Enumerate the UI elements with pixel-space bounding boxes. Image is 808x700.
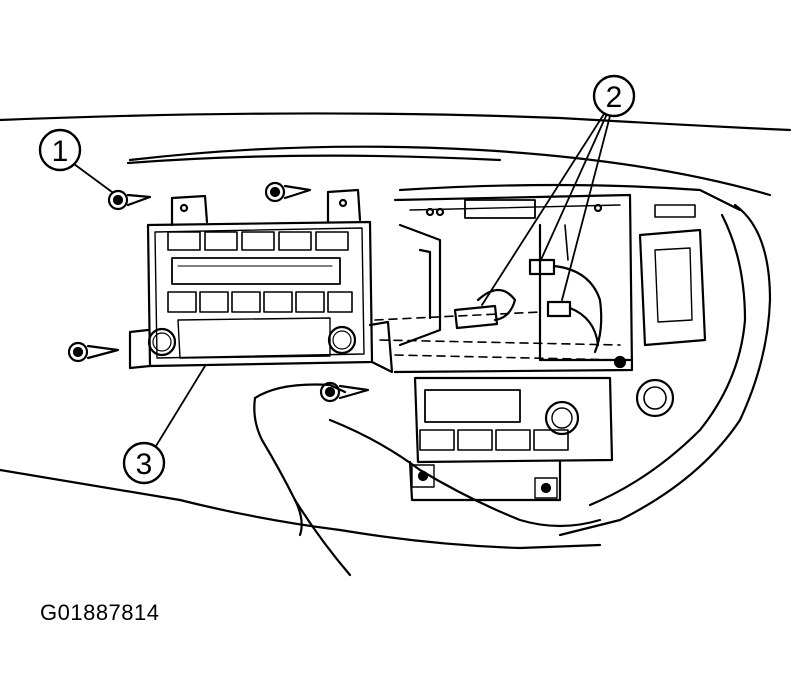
- screw-top-left: [107, 189, 152, 211]
- lower-console-contour: [253, 383, 602, 577]
- screw-left: [67, 341, 120, 363]
- dash-cavity: [374, 193, 707, 418]
- figure-id: G01887814: [40, 600, 160, 625]
- wiring-connectors: [453, 224, 603, 354]
- screws: [67, 181, 370, 403]
- lower-console: [408, 376, 614, 502]
- dashboard-outline: [0, 112, 792, 550]
- callout-2-label: 2: [606, 81, 623, 114]
- audio-unit: [128, 188, 394, 374]
- screw-top-middle: [264, 181, 312, 203]
- callout-2: 2: [481, 74, 636, 306]
- callout-1: 1: [38, 128, 113, 193]
- callout-3-label: 3: [136, 448, 153, 481]
- screw-bottom: [319, 381, 370, 403]
- callout-1-label: 1: [52, 135, 69, 168]
- callout-3: 3: [122, 365, 206, 485]
